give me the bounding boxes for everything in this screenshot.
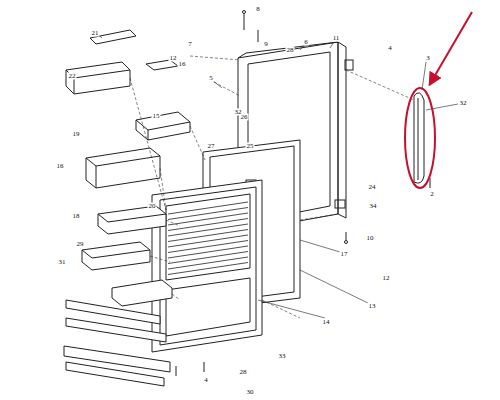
callout-number: 31	[58, 259, 67, 266]
callout-number: 17	[340, 251, 349, 258]
callout-number: 29	[76, 241, 85, 248]
liner-rib	[168, 219, 248, 231]
liner-rib	[168, 252, 248, 264]
callout-number: 27	[207, 143, 216, 150]
liner-rib	[168, 257, 248, 269]
callout-number: 12	[382, 275, 391, 282]
liner-rib	[168, 263, 248, 275]
callout-number: 10	[366, 235, 375, 242]
callout-number: 16	[178, 61, 187, 68]
callout-number: 5	[208, 75, 214, 82]
callout-number: 4	[203, 377, 209, 384]
callout-number: 19	[72, 131, 81, 138]
callout-number: 2	[429, 191, 435, 198]
callout-number: 20	[148, 203, 157, 210]
callout-number: 25	[246, 143, 255, 150]
callout-number: 32	[234, 109, 243, 116]
liner-rib	[168, 208, 248, 220]
callout-number: 8	[255, 6, 261, 13]
callout-number: 16	[56, 163, 65, 170]
callout-number: 28	[239, 369, 248, 376]
callout-number: 3	[425, 55, 431, 62]
callout-number: 13	[368, 303, 377, 310]
callout-number: 12	[169, 55, 178, 62]
callout-number: 14	[322, 319, 331, 326]
callout-number: 7	[187, 41, 193, 48]
callout-number: 33	[278, 353, 287, 360]
callout-number: 21	[91, 30, 100, 37]
callout-number: 22	[68, 73, 77, 80]
callout-number: 30	[246, 389, 255, 396]
liner-rib	[168, 246, 248, 258]
liner-rib	[168, 230, 248, 242]
callout-number: 28	[286, 47, 295, 54]
callout-number: 6	[303, 39, 309, 46]
callout-number: 15	[152, 113, 161, 120]
callout-number: 4	[387, 45, 393, 52]
callout-number: 11	[332, 35, 341, 42]
liner-rib	[168, 202, 248, 214]
callout-number: 9	[263, 41, 269, 48]
liner-rib	[168, 213, 248, 225]
callout-number: 24	[368, 184, 377, 191]
callout-number: 34	[369, 203, 378, 210]
callout-number: 18	[72, 213, 81, 220]
callout-number: 32	[459, 100, 468, 107]
liner-rib	[168, 241, 248, 253]
liner-rib	[168, 235, 248, 247]
